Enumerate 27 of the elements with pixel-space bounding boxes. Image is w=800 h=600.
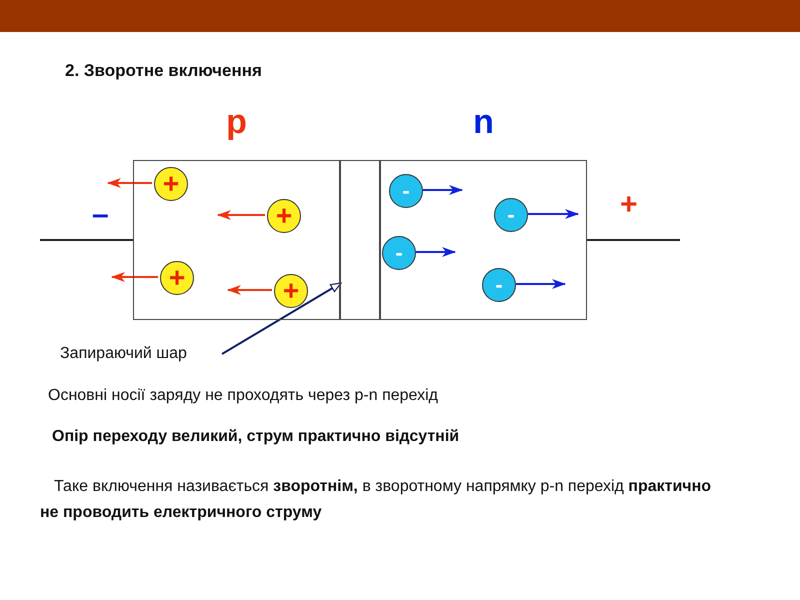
hole-carrier-circle: + [154,167,188,201]
arrow [416,247,456,257]
arrow [528,209,579,219]
arrow [111,272,158,282]
hole-carrier-circle: + [274,274,308,308]
note-text: Основні носії заряду не проходять через p-n перехід [48,387,438,405]
electron-carrier-circle: - [482,268,516,302]
region-letter: p [225,103,248,142]
layer-label: Запираючий шар [60,345,187,363]
region-letter: n [472,103,495,142]
hole-carrier-circle: + [267,199,301,233]
terminal-sign: – [92,198,109,232]
arrow [107,178,152,188]
paragraph: Таке включення називається зворотнім, в зворотному напрямку p-n перехід практично не проводить електричного струму [40,477,712,523]
electron-carrier-circle: - [382,236,416,270]
leader-line [221,282,342,355]
electron-carrier-circle: - [389,174,423,208]
arrow [217,210,265,220]
title: 2. Зворотне включення [65,61,262,81]
hole-carrier-circle: + [160,261,194,295]
terminal-sign: + [620,188,638,222]
arrow [423,185,463,195]
junction-layer-box [340,160,380,320]
note-text: Опір переходу великий, струм практично відсутній [52,428,460,446]
arrow [516,279,566,289]
electron-carrier-circle: - [494,198,528,232]
arrow [227,285,272,295]
